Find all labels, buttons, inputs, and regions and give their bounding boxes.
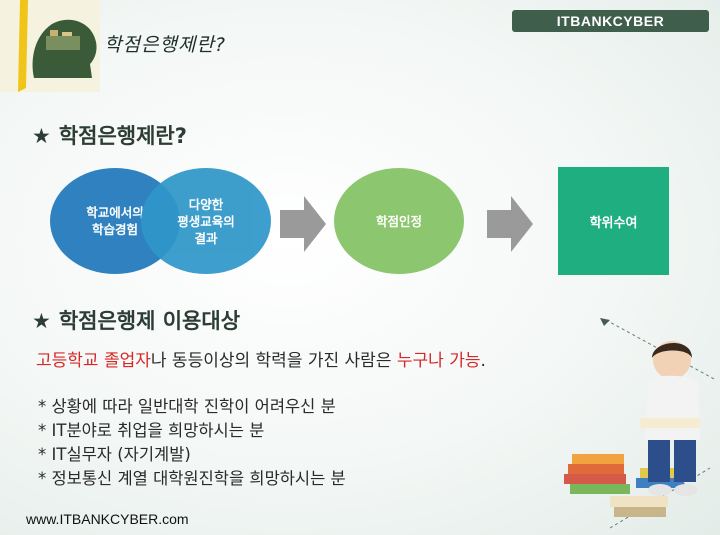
highlight-anyone: 누구나 가능 <box>396 351 481 371</box>
star-icon: ★ <box>32 309 51 333</box>
arrow-right-icon <box>280 196 326 252</box>
circle-credit-recognition: 학점인정 <box>334 168 464 274</box>
square-degree-award: 학위수여 <box>558 167 669 275</box>
section2-heading-text: 학점은행제 이용대상 <box>58 309 241 333</box>
website-url: www.ITBANKCYBER.com <box>26 511 189 527</box>
student-with-books-illustration <box>564 318 717 529</box>
top-title: 학점은행제란? <box>104 34 226 56</box>
section1-heading: ★ 학점은행제란? <box>32 120 187 150</box>
list-item: IT실무자 (자기계발) <box>38 443 346 467</box>
list-item: IT분야로 취업을 희망하시는 분 <box>38 419 346 443</box>
eligibility-list: 상황에 따라 일반대학 진학이 어려우신 분 IT분야로 취업을 희망하시는 분… <box>38 395 346 491</box>
highlight-graduates: 고등학교 졸업자 <box>36 351 151 371</box>
list-item: 상황에 따라 일반대학 진학이 어려우신 분 <box>38 395 346 419</box>
section1-heading-text: 학점은행제란? <box>58 124 187 148</box>
section2-heading: ★ 학점은행제 이용대상 <box>32 305 240 335</box>
list-item: 정보통신 계열 대학원진학을 희망하시는 분 <box>38 467 346 491</box>
eligibility-line: 고등학교 졸업자나 동등이상의 학력을 가진 사람은 누구나 가능. <box>36 351 486 371</box>
head-logo-icon <box>0 0 100 92</box>
star-icon: ★ <box>32 124 51 148</box>
brand-badge: ITBANKCYBER <box>512 10 709 32</box>
arrow-right-icon <box>487 196 533 252</box>
